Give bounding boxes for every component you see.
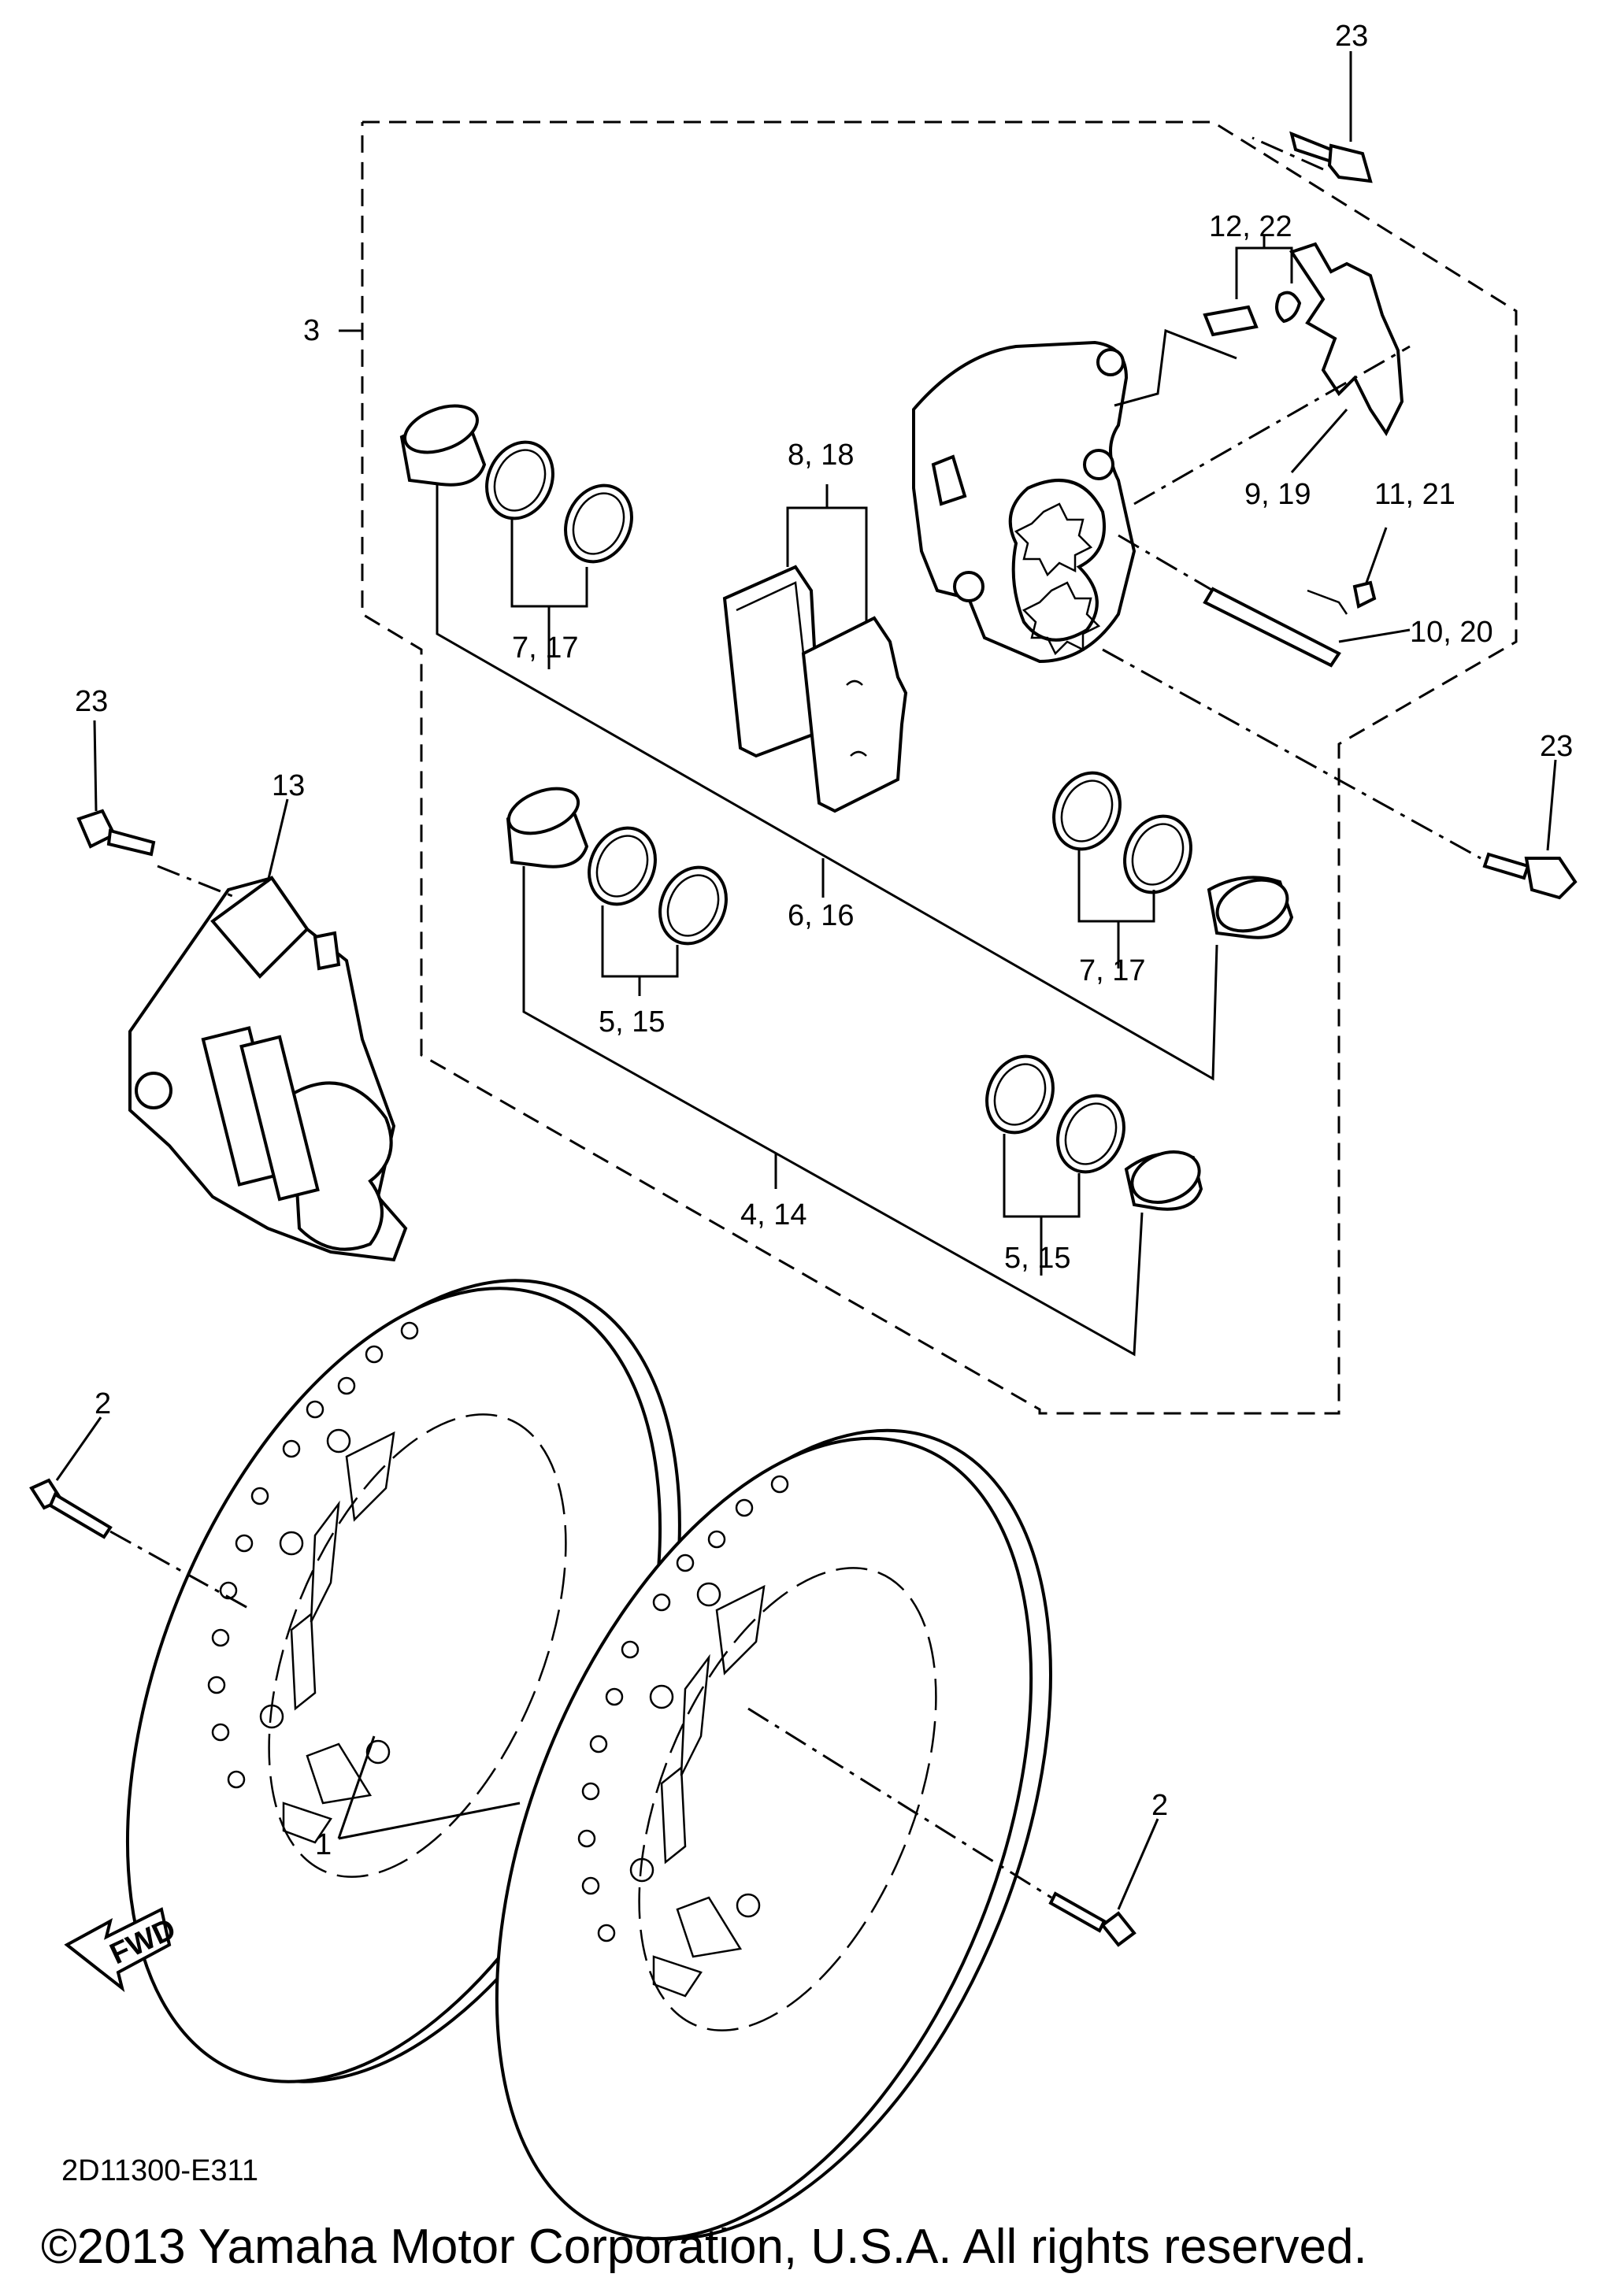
disc-bolt-right	[747, 1707, 1137, 1947]
callout-12-22: 12, 22	[1209, 210, 1292, 243]
callout-10-20: 10, 20	[1410, 616, 1493, 649]
piston-mid-right	[1207, 876, 1294, 939]
callout-7-17-mid: 7, 17	[1079, 954, 1146, 987]
callout-7-17-top: 7, 17	[512, 631, 579, 665]
callout-1: 1	[315, 1828, 332, 1861]
seal-mid-left-b	[658, 865, 728, 946]
bolt-23-right	[1102, 648, 1578, 900]
piston-bottom	[1124, 1150, 1203, 1211]
seal-mid-right-b	[1123, 814, 1192, 894]
callout-5-15-bottom: 5, 15	[1004, 1242, 1071, 1275]
caliper-body	[912, 340, 1137, 664]
seal-mid-right-a	[1052, 771, 1122, 851]
callout-9-19: 9, 19	[1244, 478, 1311, 511]
callout-6-16: 6, 16	[788, 899, 855, 932]
piston-mid-left	[506, 787, 589, 868]
bolt-23-left	[76, 809, 156, 857]
caliper-left	[128, 865, 408, 1262]
diagram-code: 2D11300-E311	[61, 2154, 259, 2187]
brake-disc-right	[495, 1428, 1052, 2241]
callout-13: 13	[272, 769, 305, 802]
callout-3: 3	[303, 314, 320, 347]
piston-top	[399, 404, 487, 487]
pad-pin	[1118, 534, 1377, 668]
callout-labels: 23 12, 22 3 8, 18 9, 19 11, 21 10, 20 7,…	[75, 20, 1573, 1861]
callout-23-top: 23	[1335, 20, 1368, 53]
seal-top-b	[564, 483, 633, 564]
disc-bolt-left	[29, 1478, 253, 1612]
bleeder-screw	[1114, 291, 1302, 407]
callout-23-right: 23	[1540, 730, 1573, 763]
copyright-notice: ©2013 Yamaha Motor Corporation, U.S.A. A…	[41, 2220, 1367, 2274]
pad-spring	[1133, 242, 1411, 505]
seal-top-a	[485, 440, 554, 520]
callout-11-21: 11, 21	[1374, 478, 1455, 511]
callout-4-14: 4, 14	[740, 1198, 807, 1231]
leader-lines	[55, 51, 1557, 1910]
callout-8-18: 8, 18	[788, 439, 855, 472]
seal-bottom-b	[1056, 1094, 1125, 1174]
brake-pad-rear	[801, 616, 908, 813]
callout-5-15-mid: 5, 15	[599, 1005, 666, 1039]
bolt-23-top	[1251, 131, 1373, 183]
seal-mid-left-a	[588, 826, 657, 906]
callout-23-left: 23	[75, 685, 108, 718]
callout-2-right: 2	[1151, 1789, 1168, 1822]
seal-bottom-a	[985, 1054, 1055, 1135]
callout-2-left: 2	[95, 1387, 111, 1420]
caliper-assembly-boundary	[361, 120, 1518, 1415]
